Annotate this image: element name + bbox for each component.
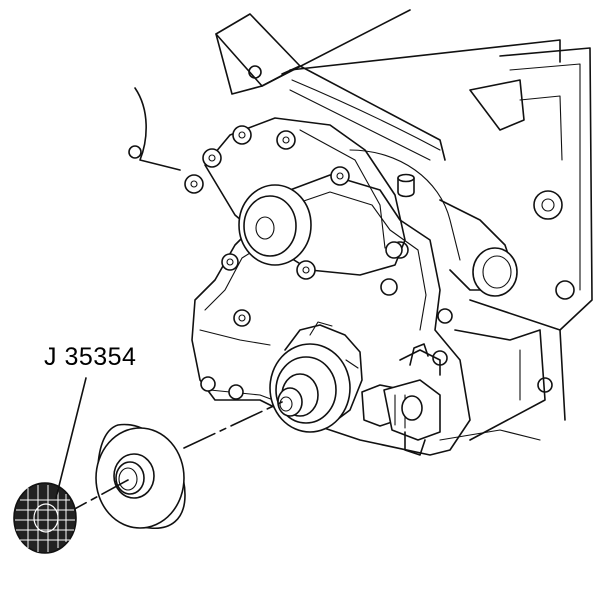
seal-installer-tool	[13, 482, 77, 554]
crank-position-sensor	[361, 343, 441, 456]
water-pump	[184, 117, 518, 297]
crankshaft-front-seal	[269, 321, 363, 433]
callout-leader-line	[55, 377, 87, 499]
engine-block	[128, 9, 593, 441]
tool-callout-label: J 35354	[44, 343, 137, 371]
crankshaft-balancer	[95, 423, 186, 529]
